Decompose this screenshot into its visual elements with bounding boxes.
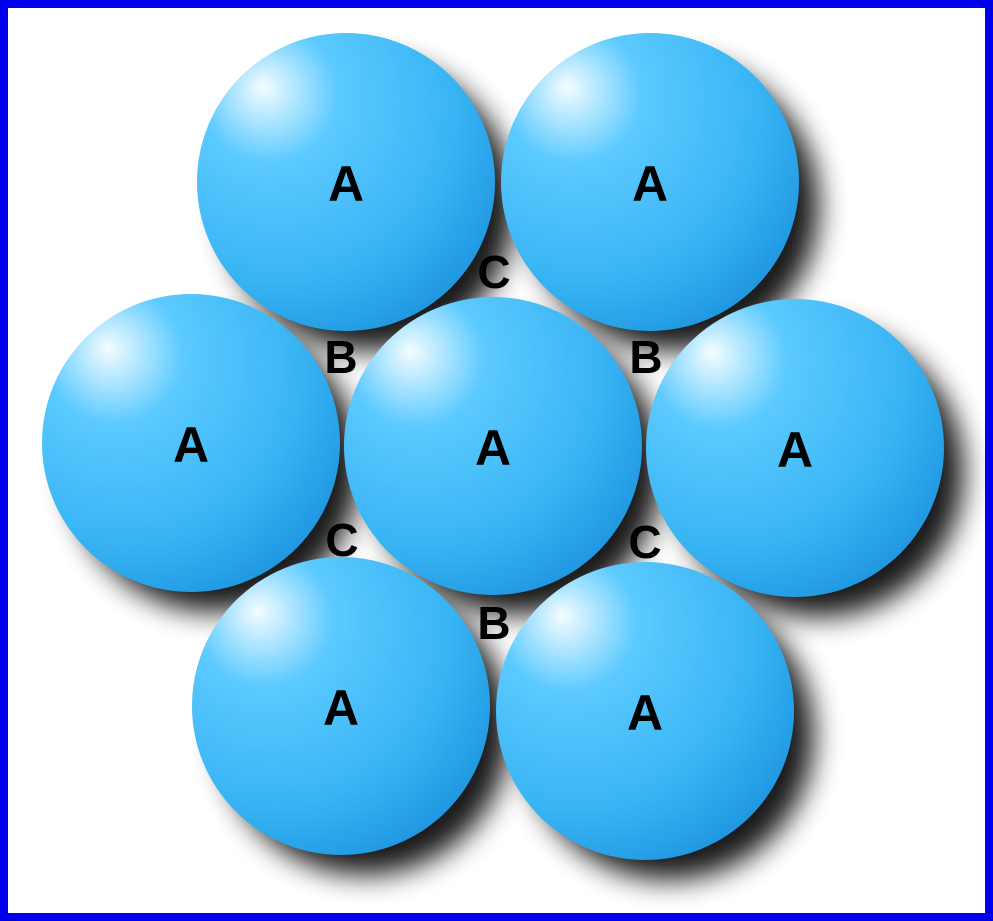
sphere-label: A <box>627 685 663 741</box>
sphere-label: A <box>632 156 668 212</box>
sphere-packing-diagram: A A A A A A A C B B C C B <box>8 8 985 913</box>
sphere-4: A <box>344 297 642 595</box>
sphere-label: A <box>323 680 359 736</box>
site-label-c: C <box>477 246 510 298</box>
sphere-1: A <box>197 33 495 331</box>
sphere-label: A <box>328 156 364 212</box>
sphere-label: A <box>475 420 511 476</box>
site-label-b: B <box>324 331 357 383</box>
sphere-label: A <box>777 422 813 478</box>
sphere-7: A <box>496 562 794 860</box>
site-label-c: C <box>325 514 358 566</box>
sphere-5: A <box>646 299 944 597</box>
sphere-label: A <box>173 417 209 473</box>
diagram-canvas: A A A A A A A C B B C C B <box>8 8 985 913</box>
site-label-b: B <box>629 331 662 383</box>
sphere-3: A <box>42 294 340 592</box>
sphere-6: A <box>192 557 490 855</box>
site-label-b: B <box>477 597 510 649</box>
sphere-2: A <box>501 33 799 331</box>
site-label-c: C <box>628 516 661 568</box>
